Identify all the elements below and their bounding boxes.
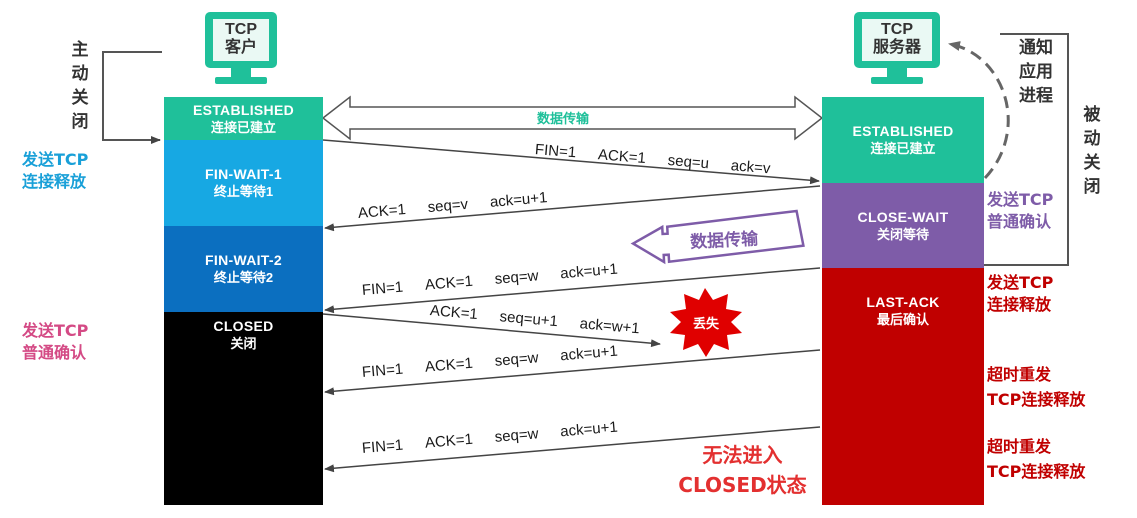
client-state-fin-wait-2: FIN-WAIT-2 终止等待2 — [164, 226, 323, 312]
client-state-established: ESTABLISHED 连接已建立 — [164, 97, 323, 140]
server-retransmit-label-1: 超时重发 TCP连接释放 — [987, 365, 1086, 409]
client-state-fin-wait-1: FIN-WAIT-1 终止等待1 — [164, 140, 323, 226]
server-send-ack-label: 发送TCP 普通确认 — [987, 190, 1054, 231]
msg-arrow-6 — [324, 426, 821, 473]
server-subtitle: 服务器 — [872, 39, 921, 56]
server-monitor-label: TCP 服务器 — [862, 21, 932, 57]
client-monitor-label: TCP 客户 — [213, 21, 269, 57]
lost-label: 丢失 — [692, 317, 719, 332]
msg-arrow-3 — [324, 267, 821, 314]
data-transfer-purple-label: 数据传输 — [689, 229, 759, 253]
client-send-ack-label: 发送TCP 普通确认 — [22, 321, 89, 362]
notify-app-dashed-arrow — [948, 41, 1010, 180]
msg-arrow-2 — [324, 185, 821, 232]
cannot-enter-closed-label: 无法进入 CLOSED状态 — [678, 443, 807, 497]
active-close-label: 主动关闭 — [71, 40, 89, 132]
lost-burst-icon — [670, 288, 742, 357]
server-title: TCP — [881, 21, 913, 38]
client-state-closed: CLOSED 关闭 — [164, 312, 323, 505]
data-transfer-label: 数据传输 — [537, 112, 590, 127]
server-computer-icon — [854, 12, 940, 84]
server-retransmit-label-2: 超时重发 TCP连接释放 — [987, 437, 1086, 481]
msg-arrow-5 — [324, 349, 821, 396]
server-send-release-label: 发送TCP 连接释放 — [987, 273, 1054, 314]
notify-app-label: 通知应用进程 — [1019, 38, 1053, 106]
data-transfer-purple-arrow — [630, 209, 805, 265]
msg-arrow-4-lost — [322, 313, 661, 348]
client-subtitle: 客户 — [224, 39, 257, 56]
msg-arrow-1 — [322, 139, 820, 185]
passive-close-label: 被动关闭 — [1083, 105, 1101, 197]
passive-close-bracket — [965, 33, 1069, 269]
server-state-established: ESTABLISHED 连接已建立 — [822, 97, 984, 183]
server-state-last-ack: LAST-ACK 最后确认 — [822, 268, 984, 505]
active-close-bracket — [102, 51, 162, 144]
client-send-release-label: 发送TCP 连接释放 — [22, 150, 89, 191]
client-title: TCP — [225, 21, 257, 38]
server-state-close-wait: CLOSE-WAIT 关闭等待 — [822, 183, 984, 268]
client-computer-icon — [205, 12, 277, 84]
